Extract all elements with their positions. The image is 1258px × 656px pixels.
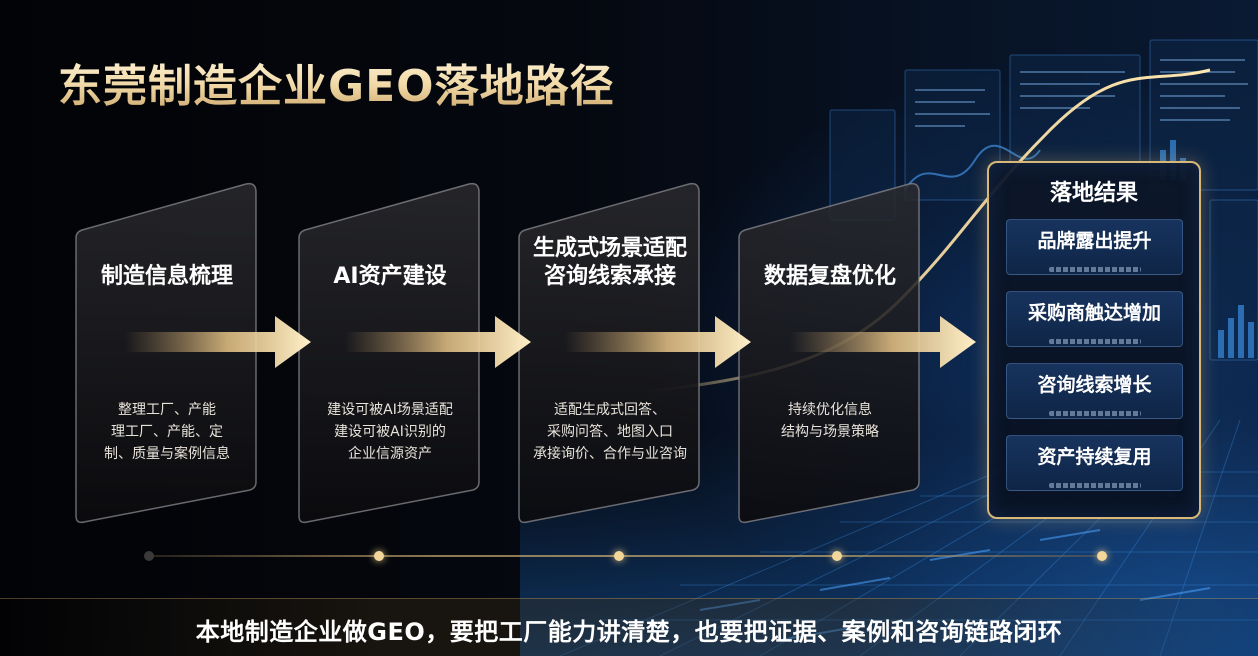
step-card-1: 制造信息梳理 整理工厂、产能 理工厂、产能、定 制、质量与案例信息 bbox=[74, 182, 260, 524]
result-item: 品牌露出提升 bbox=[1006, 219, 1183, 275]
result-item: 采购商触达增加 bbox=[1006, 291, 1183, 347]
result-item-label: 咨询线索增长 bbox=[1037, 374, 1152, 396]
step-title: 数据复盘优化 bbox=[763, 264, 896, 289]
timeline-dot bbox=[832, 551, 842, 561]
step-title: 制造信息梳理 bbox=[100, 264, 233, 289]
results-title: 落地结果 bbox=[1049, 181, 1138, 206]
timeline-dot bbox=[144, 551, 154, 561]
step-desc-line: 整理工厂、产能 bbox=[118, 402, 216, 418]
step-title: 咨询线索承接 bbox=[543, 264, 676, 289]
step-desc-line: 结构与场景策略 bbox=[781, 424, 879, 440]
gold-arrow-icon bbox=[790, 316, 976, 368]
result-item-subtext-placeholder bbox=[1007, 329, 1182, 344]
step-card-3: 生成式场景适配 咨询线索承接 适配生成式回答、 采购问答、地图入口 承接询价、合… bbox=[517, 182, 703, 524]
step-desc-line: 承接询价、合作与业咨询 bbox=[533, 446, 687, 462]
gold-arrow-icon bbox=[345, 316, 531, 368]
timeline-dot bbox=[1097, 551, 1107, 561]
result-item-label: 资产持续复用 bbox=[1037, 446, 1152, 468]
step-title: 生成式场景适配 bbox=[532, 236, 687, 261]
step-desc-line: 理工厂、产能、定 bbox=[111, 424, 223, 440]
step-card-2: AI资产建设 建设可被AI场景适配 建设可被AI识别的 企业信源资产 bbox=[297, 182, 483, 524]
result-item-label: 采购商触达增加 bbox=[1027, 302, 1161, 324]
card-panel bbox=[298, 182, 480, 524]
step-desc-line: 建设可被AI场景适配 bbox=[327, 402, 453, 418]
bottom-summary-text: 本地制造企业做GEO，要把工厂能力讲清楚，也要把证据、案例和咨询链路闭环 bbox=[195, 618, 1063, 646]
result-item-subtext-placeholder bbox=[1007, 257, 1182, 272]
step-desc-line: 采购问答、地图入口 bbox=[547, 424, 673, 440]
result-item-label: 品牌露出提升 bbox=[1037, 230, 1152, 252]
card-panel bbox=[518, 182, 700, 524]
step-desc-line: 制、质量与案例信息 bbox=[104, 446, 230, 462]
result-item: 咨询线索增长 bbox=[1006, 363, 1183, 419]
card-panel bbox=[75, 182, 257, 524]
card-panel bbox=[738, 182, 920, 524]
result-item: 资产持续复用 bbox=[1006, 435, 1183, 491]
gold-arrow-icon bbox=[125, 316, 311, 368]
step-title: AI资产建设 bbox=[333, 264, 447, 289]
step-card-4: 数据复盘优化 持续优化信息 结构与场景策略 bbox=[737, 182, 923, 524]
step-desc-line: 企业信源资产 bbox=[348, 446, 432, 462]
timeline-dot bbox=[614, 551, 624, 561]
timeline-line bbox=[148, 555, 1108, 557]
step-desc-line: 建设可被AI识别的 bbox=[334, 424, 446, 440]
results-panel: 落地结果 品牌露出提升 采购商触达增加 咨询线索增长 资产持续复用 bbox=[987, 161, 1201, 519]
step-desc-line: 适配生成式回答、 bbox=[554, 402, 666, 418]
page-title: 东莞制造企业GEO落地路径 bbox=[58, 50, 615, 114]
step-desc-line: 持续优化信息 bbox=[788, 402, 872, 418]
bottom-banner bbox=[0, 598, 1258, 656]
gold-arrow-icon bbox=[565, 316, 751, 368]
timeline-dot bbox=[374, 551, 384, 561]
result-item-subtext-placeholder bbox=[1007, 401, 1182, 416]
result-item-subtext-placeholder bbox=[1007, 473, 1182, 488]
